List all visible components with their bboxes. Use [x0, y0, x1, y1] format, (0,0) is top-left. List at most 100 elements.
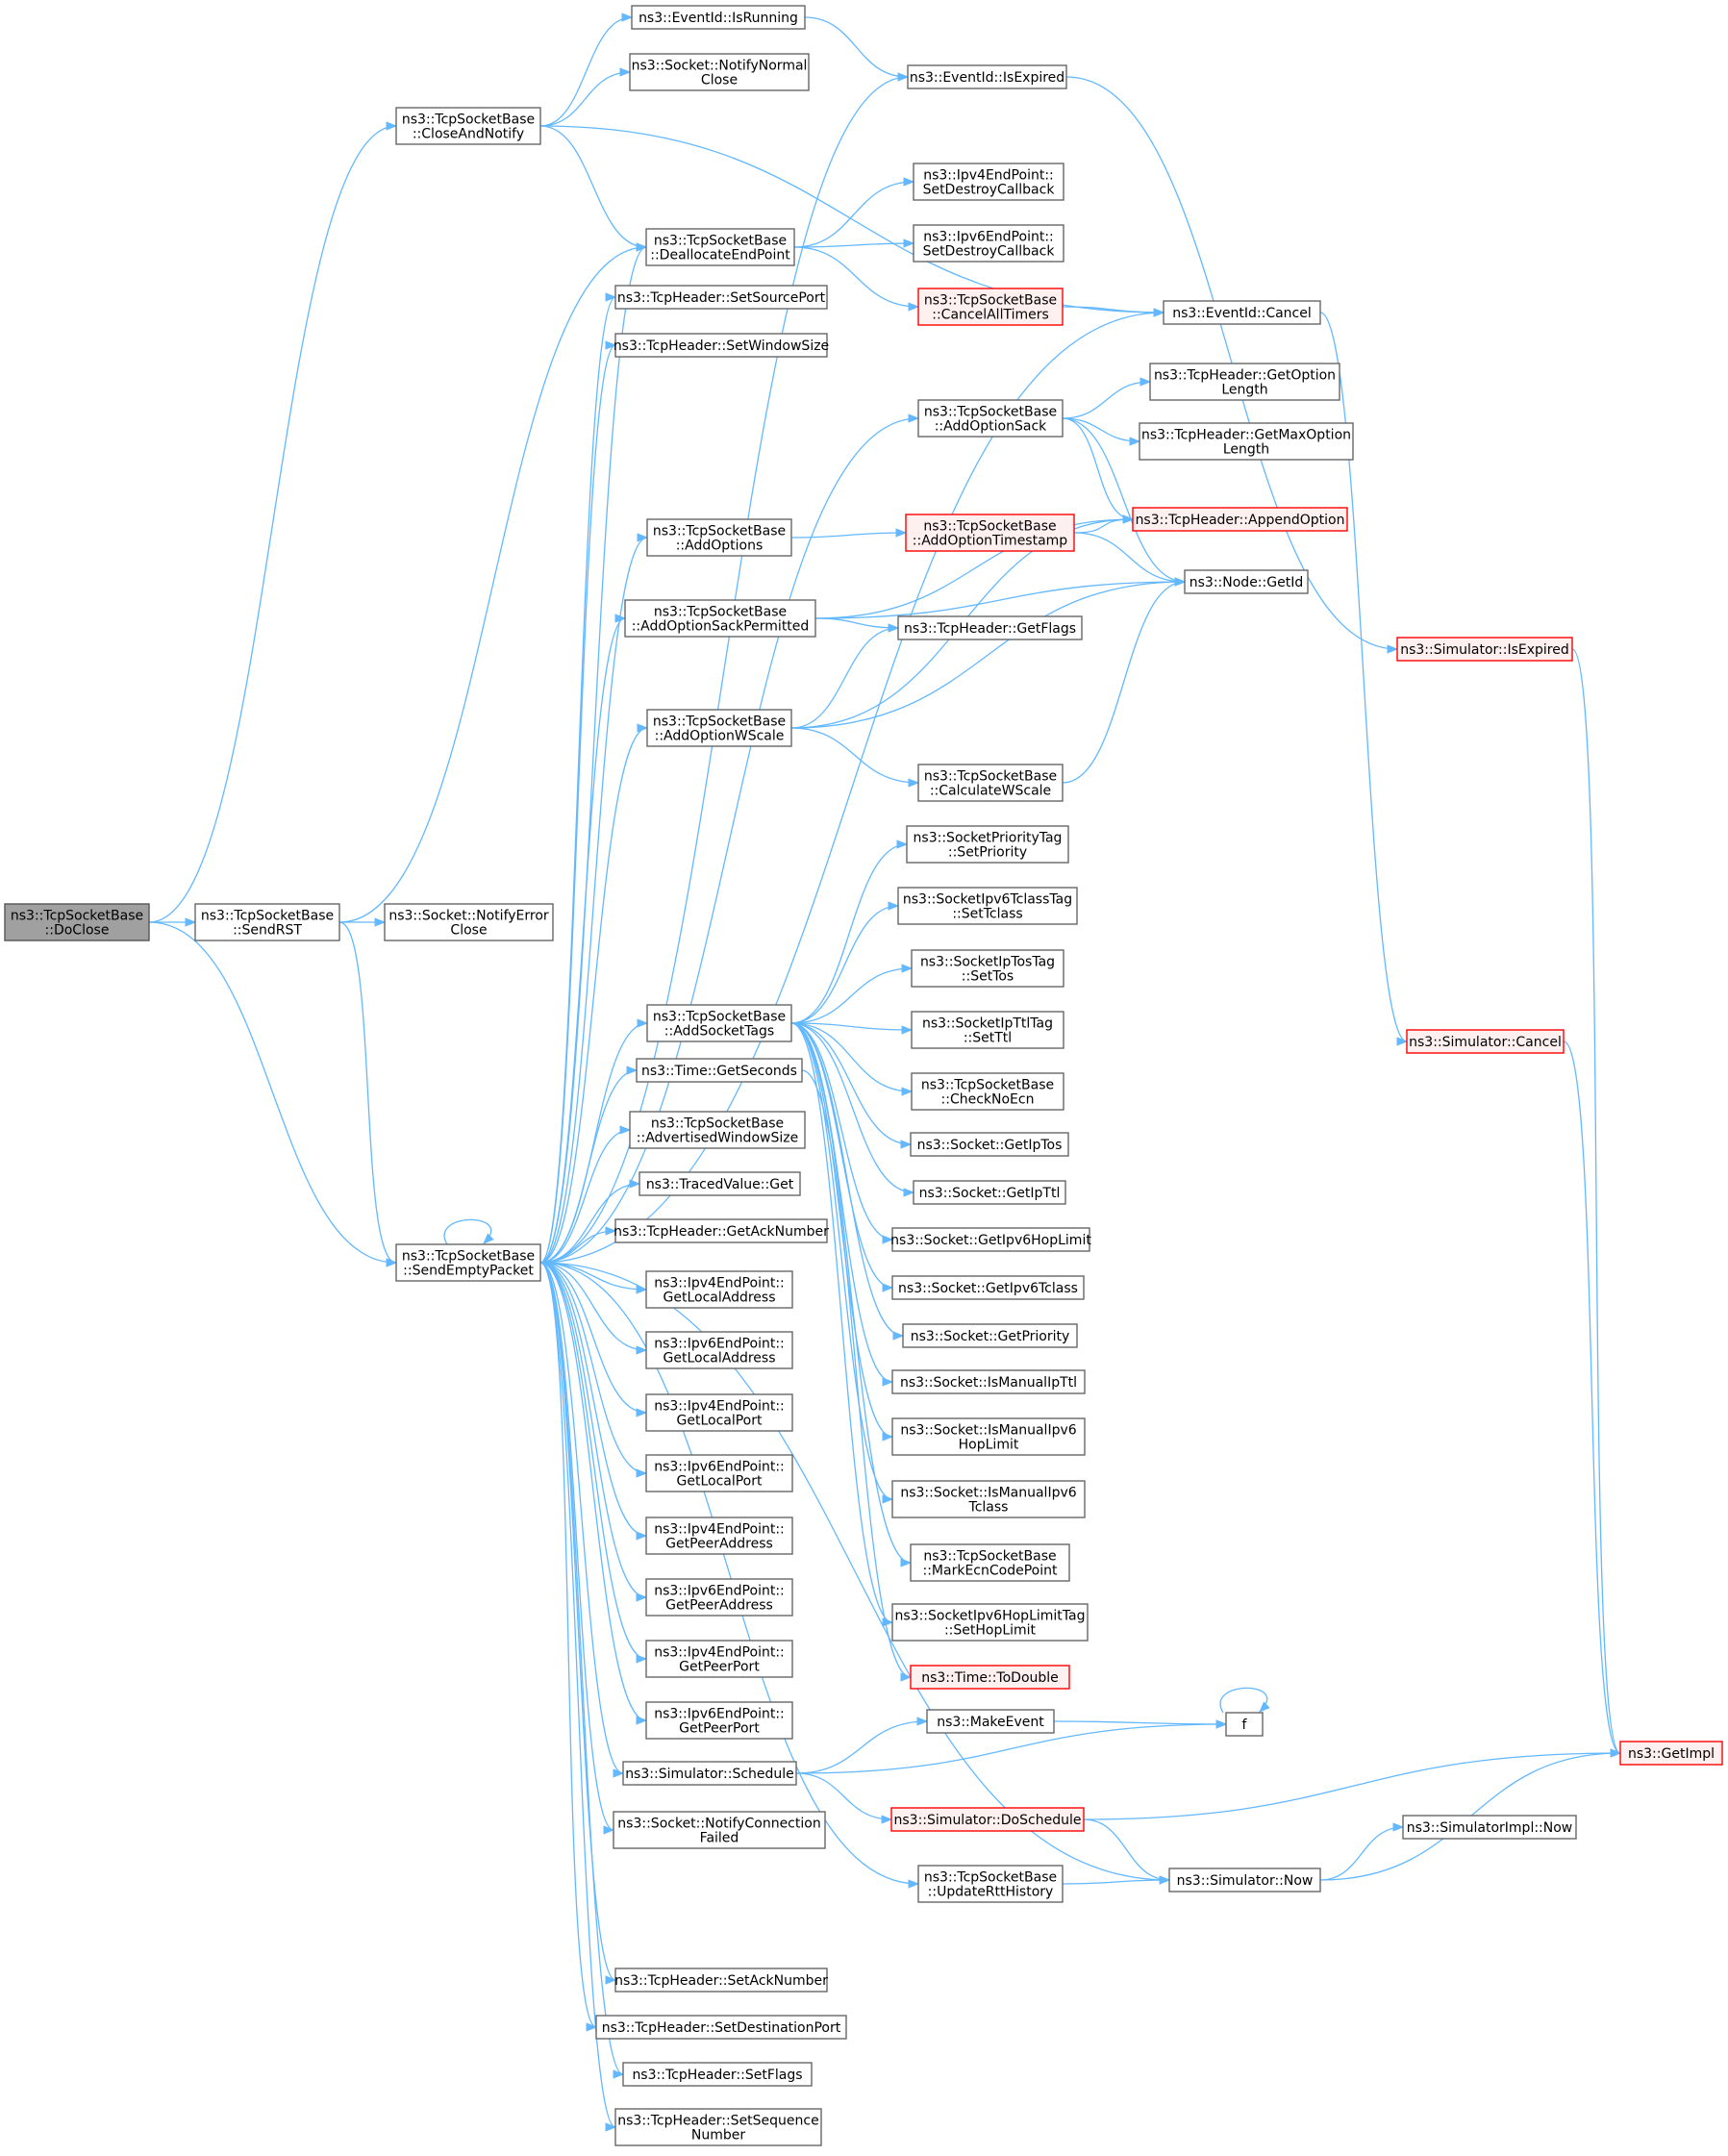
node-label: Number — [691, 2128, 745, 2143]
node-label: ns3::Simulator::Cancel — [1409, 1035, 1562, 1050]
node-getipv6hoplimit[interactable]: ns3::Socket::GetIpv6HopLimit — [890, 1227, 1091, 1252]
node-ipv4getpeeraddress[interactable]: ns3::Ipv4EndPoint::GetPeerAddress — [645, 1517, 793, 1555]
node-updatertthistory[interactable]: ns3::TcpSocketBase::UpdateRttHistory — [917, 1865, 1064, 1903]
node-simimplnow[interactable]: ns3::SimulatorImpl::Now — [1402, 1815, 1577, 1840]
node-label: ::SetTclass — [952, 907, 1022, 922]
node-addoptionwscale[interactable]: ns3::TcpSocketBase::AddOptionWScale — [646, 709, 792, 747]
node-addsockettags[interactable]: ns3::TcpSocketBase::AddSocketTags — [646, 1004, 792, 1042]
node-setflags[interactable]: ns3::TcpHeader::SetFlags — [622, 2062, 813, 2087]
node-closeandnotify[interactable]: ns3::TcpSocketBase::CloseAndNotify — [395, 107, 541, 145]
node-label: ns3::Ipv4EndPoint:: — [654, 1522, 785, 1538]
node-calculatewscale[interactable]: ns3::TcpSocketBase::CalculateWScale — [917, 764, 1064, 802]
node-addoptiontimestamp[interactable]: ns3::TcpSocketBase::AddOptionTimestamp — [905, 514, 1075, 552]
node-doclose[interactable]: ns3::TcpSocketBase::DoClose — [4, 903, 150, 941]
edge-sendemptypacket-to-ipv4getpeeraddress — [539, 1262, 648, 1541]
node-ipv4destroy[interactable]: ns3::Ipv4EndPoint::SetDestroyCallback — [913, 163, 1064, 201]
node-getflags[interactable]: ns3::TcpHeader::GetFlags — [897, 615, 1083, 640]
node-simcancel[interactable]: ns3::Simulator::Cancel — [1406, 1029, 1565, 1054]
edge-sendemptypacket-to-ipv6getlocaladdress — [539, 1262, 648, 1355]
node-tclasssettclass[interactable]: ns3::SocketIpv6TclassTag::SetTclass — [897, 887, 1078, 925]
node-getacknumber[interactable]: ns3::TcpHeader::GetAckNumber — [614, 1218, 829, 1243]
node-getpriority[interactable]: ns3::Socket::GetPriority — [902, 1323, 1078, 1348]
node-addoptionsack[interactable]: ns3::TcpSocketBase::AddOptionSack — [917, 399, 1064, 438]
edge-sendemptypacket-to-getacknumber — [539, 1226, 617, 1264]
node-f[interactable]: f — [1225, 1712, 1264, 1737]
node-setwindowsize[interactable]: ns3::TcpHeader::SetWindowSize — [614, 333, 829, 358]
node-timetodouble[interactable]: ns3::Time::ToDouble — [910, 1665, 1070, 1690]
node-deallocate[interactable]: ns3::TcpSocketBase::DeallocateEndPoint — [645, 228, 795, 266]
node-getimpl[interactable]: ns3::GetImpl — [1619, 1741, 1723, 1766]
node-markecncodepoint[interactable]: ns3::TcpSocketBase::MarkEcnCodePoint — [910, 1543, 1070, 1582]
node-nodegetid[interactable]: ns3::Node::GetId — [1184, 569, 1309, 594]
node-checknoecn[interactable]: ns3::TcpSocketBase::CheckNoEcn — [911, 1072, 1064, 1111]
node-tracedget[interactable]: ns3::TracedValue::Get — [639, 1171, 801, 1196]
node-sendrst[interactable]: ns3::TcpSocketBase::SendRST — [194, 903, 340, 941]
node-label: Close — [701, 73, 738, 88]
node-advertisedwindowsize[interactable]: ns3::TcpSocketBase::AdvertisedWindowSize — [629, 1111, 806, 1149]
node-label: GetLocalAddress — [664, 1351, 776, 1366]
node-hoplimitsethoplimit[interactable]: ns3::SocketIpv6HopLimitTag::SetHopLimit — [891, 1603, 1089, 1642]
node-prioritysetpriority[interactable]: ns3::SocketPriorityTag::SetPriority — [906, 825, 1069, 864]
node-getipv6tclass[interactable]: ns3::Socket::GetIpv6Tclass — [891, 1275, 1085, 1300]
node-ipv6getlocalport[interactable]: ns3::Ipv6EndPoint::GetLocalPort — [645, 1454, 793, 1492]
node-getiptos[interactable]: ns3::Socket::GetIpTos — [910, 1132, 1069, 1157]
node-label: Length — [1223, 442, 1269, 458]
node-label: ns3::Ipv6EndPoint:: — [654, 1460, 785, 1475]
node-addoptionsackpermitted[interactable]: ns3::TcpSocketBase::AddOptionSackPermitt… — [624, 599, 816, 638]
node-isexpired[interactable]: ns3::EventId::IsExpired — [907, 64, 1067, 89]
node-tossettos[interactable]: ns3::SocketIpTosTag::SetTos — [911, 949, 1064, 988]
node-ipv4getpeerport[interactable]: ns3::Ipv4EndPoint::GetPeerPort — [645, 1640, 793, 1678]
node-getseconds[interactable]: ns3::Time::GetSeconds — [636, 1058, 803, 1083]
node-simisexpired[interactable]: ns3::Simulator::IsExpired — [1396, 637, 1573, 662]
node-eventcancel[interactable]: ns3::EventId::Cancel — [1163, 300, 1321, 325]
node-sendemptypacket[interactable]: ns3::TcpSocketBase::SendEmptyPacket — [395, 1243, 541, 1282]
node-schedule[interactable]: ns3::Simulator::Schedule — [622, 1761, 797, 1786]
edge-addsockettags-to-getiptos — [790, 1022, 913, 1149]
node-label: Close — [450, 923, 487, 939]
node-label: ns3::SocketIpv6TclassTag — [903, 892, 1072, 908]
node-label: ns3::Simulator::DoSchedule — [894, 1813, 1082, 1828]
node-ttlsetttl[interactable]: ns3::SocketIpTtlTag::SetTtl — [911, 1011, 1064, 1049]
node-cancelalltimers[interactable]: ns3::TcpSocketBase::CancelAllTimers — [917, 288, 1064, 326]
node-label: ns3::TcpSocketBase — [924, 405, 1057, 420]
node-label: ::DeallocateEndPoint — [650, 248, 790, 263]
node-addoptions[interactable]: ns3::TcpSocketBase::AddOptions — [646, 518, 792, 557]
edge-closeandnotify-to-isrunning — [539, 13, 634, 127]
node-doschedule[interactable]: ns3::Simulator::DoSchedule — [890, 1807, 1085, 1832]
node-label: ::SendRST — [233, 923, 302, 939]
node-getipttl[interactable]: ns3::Socket::GetIpTtl — [913, 1180, 1066, 1205]
node-label: ns3::TcpSocketBase — [924, 1870, 1057, 1886]
node-setsourceport[interactable]: ns3::TcpHeader::SetSourcePort — [614, 285, 828, 310]
node-appendoption[interactable]: ns3::TcpHeader::AppendOption — [1132, 507, 1348, 532]
node-makeevent[interactable]: ns3::MakeEvent — [926, 1709, 1055, 1734]
node-isrunning[interactable]: ns3::EventId::IsRunning — [631, 5, 806, 30]
node-simnow[interactable]: ns3::Simulator::Now — [1168, 1868, 1321, 1893]
edge-closeandnotify-to-deallocate — [539, 125, 648, 252]
edge-closeandnotify-to-eventcancel — [539, 125, 1165, 317]
node-label: ns3::Ipv4EndPoint:: — [654, 1645, 785, 1661]
node-label: ::UpdateRttHistory — [928, 1885, 1054, 1900]
node-ipv6getpeeraddress[interactable]: ns3::Ipv6EndPoint::GetPeerAddress — [645, 1578, 793, 1617]
node-ipv6getpeerport[interactable]: ns3::Ipv6EndPoint::GetPeerPort — [645, 1701, 793, 1740]
node-label: ns3::TcpSocketBase — [654, 234, 787, 249]
node-label: GetPeerPort — [679, 1660, 760, 1675]
node-ipv6getlocaladdress[interactable]: ns3::Ipv6EndPoint::GetLocalAddress — [645, 1331, 793, 1369]
node-ipv4getlocaladdress[interactable]: ns3::Ipv4EndPoint::GetLocalAddress — [645, 1270, 793, 1309]
edge-addoptions-to-addoptiontimestamp — [790, 528, 908, 539]
node-ipv4getlocalport[interactable]: ns3::Ipv4EndPoint::GetLocalPort — [645, 1393, 793, 1432]
node-label: SetDestroyCallback — [923, 183, 1056, 198]
node-setacknumber[interactable]: ns3::TcpHeader::SetAckNumber — [614, 1968, 828, 1993]
node-setdestinationport[interactable]: ns3::TcpHeader::SetDestinationPort — [595, 2015, 847, 2040]
node-ipv6destroy[interactable]: ns3::Ipv6EndPoint::SetDestroyCallback — [913, 224, 1064, 263]
node-ismanualipttl[interactable]: ns3::Socket::IsManualIpTtl — [891, 1369, 1086, 1394]
node-label: ns3::MakeEvent — [937, 1715, 1044, 1730]
node-label: ::AddSocketTags — [664, 1024, 774, 1040]
